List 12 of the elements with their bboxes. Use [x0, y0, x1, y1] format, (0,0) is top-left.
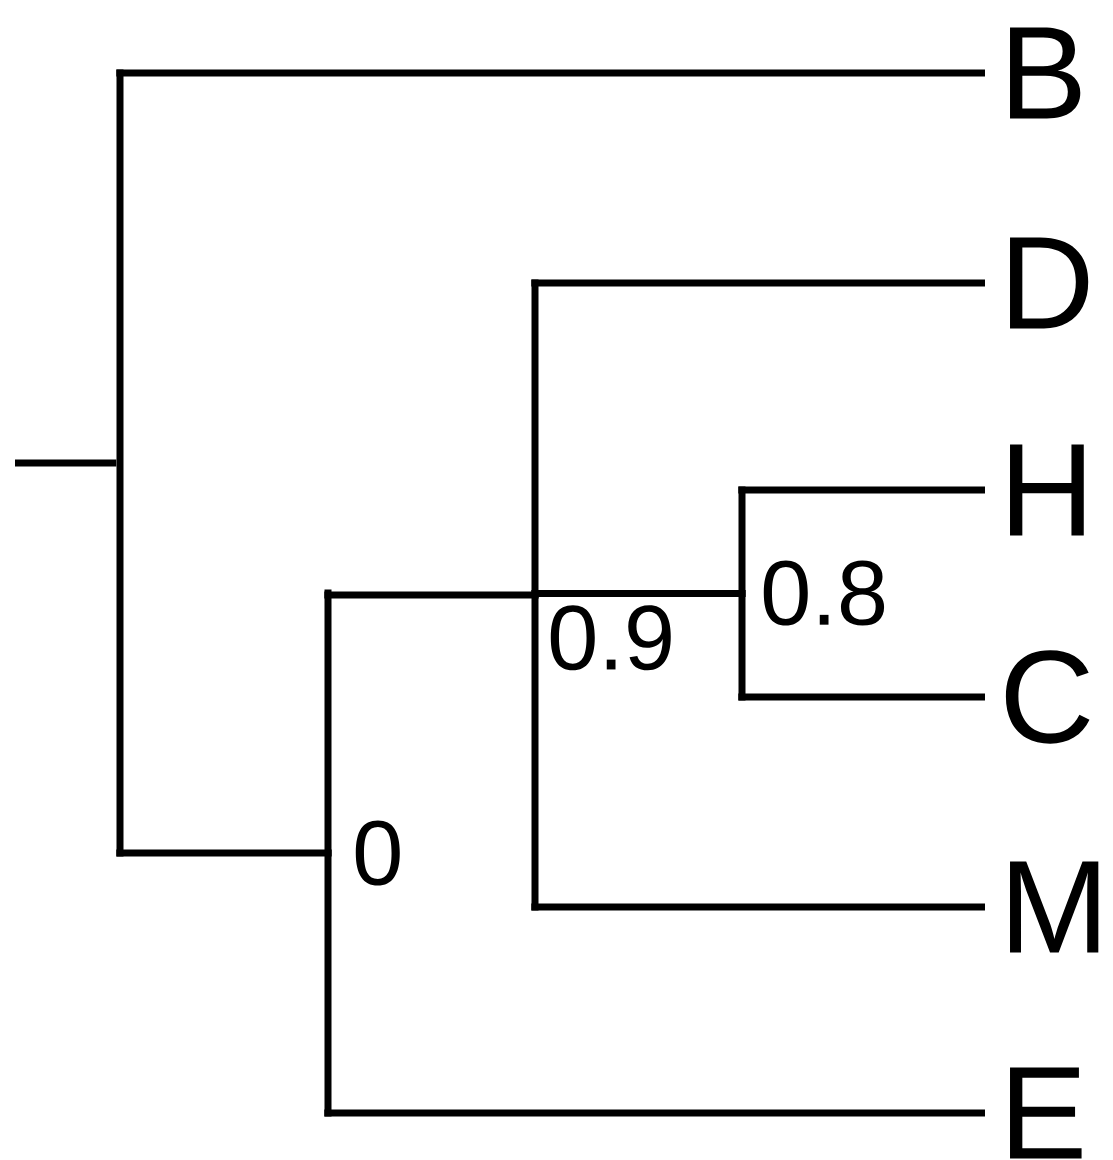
leaf-label: C	[1005, 650, 1090, 744]
support-value: 0	[355, 820, 400, 886]
support-value: 0.9	[550, 605, 671, 671]
branch-line	[324, 591, 539, 599]
support-value: 0.8	[763, 560, 885, 626]
branch-line	[531, 590, 746, 597]
branch-line	[116, 849, 332, 857]
leaf-label: M	[1010, 861, 1099, 953]
leaf-label: D	[1010, 237, 1089, 329]
leaf-label: E	[1010, 1067, 1082, 1159]
leaf-label: H	[1010, 444, 1084, 536]
leaf-label: B	[1010, 27, 1081, 119]
